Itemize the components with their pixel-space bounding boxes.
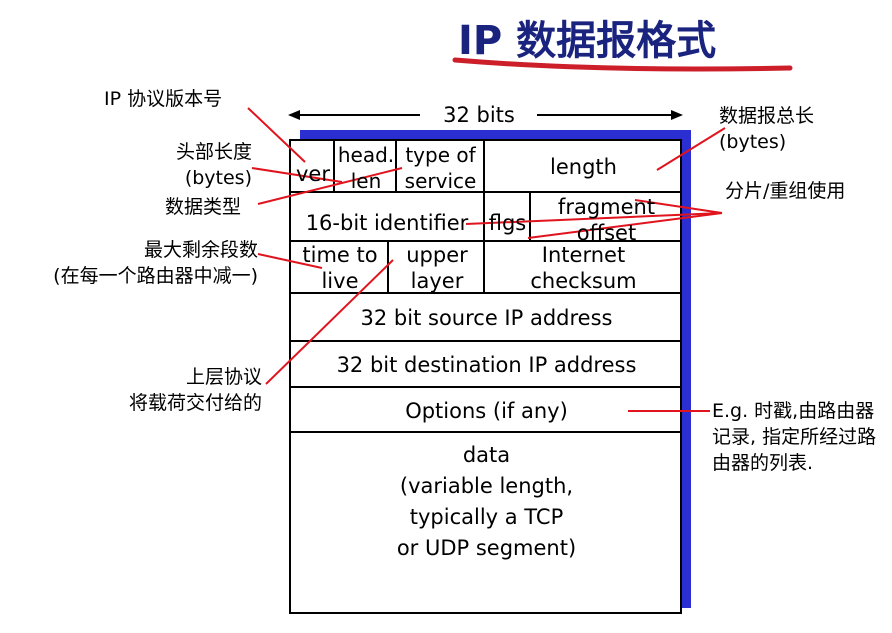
pointer-fragment-flags — [465, 212, 723, 225]
field-data: data (variable length, typically a TCP o… — [396, 443, 577, 560]
pointer-header-length — [251, 167, 343, 183]
field-header-length: head. len — [337, 143, 395, 193]
field-identifier: 16-bit identifier — [305, 211, 469, 235]
annotation-ttl: 最大剩余段数 (在每一个路由器中减一) — [53, 239, 258, 287]
field-checksum: Internet checksum — [530, 243, 637, 293]
width-label: 32 bits — [443, 103, 515, 127]
annotation-upper-layer: 上层协议 将载荷交付给的 — [128, 366, 262, 414]
field-ttl: time to live — [302, 243, 378, 293]
pointer-ttl — [257, 253, 323, 269]
pointer-version — [247, 107, 306, 163]
field-fragment-offset: fragment offset — [557, 195, 656, 245]
page-title: IP 数据报格式 — [458, 18, 717, 64]
field-upper-layer: upper layer — [406, 243, 468, 293]
width-arrowhead-right — [671, 110, 683, 120]
title-underline — [452, 57, 793, 72]
annotation-fragmentation: 分片/重组使用 — [725, 180, 846, 202]
pointer-fragment-offset — [527, 212, 723, 239]
field-options: Options (if any) — [405, 398, 568, 423]
pointer-fragment-offset-top — [634, 199, 723, 214]
field-type-of-service: type of service — [404, 143, 477, 193]
annotation-header-length: 头部长度 (bytes) — [175, 141, 252, 189]
annotation-version: IP 协议版本号 — [104, 88, 223, 110]
frame — [289, 139, 682, 614]
field-source-ip: 32 bit source IP address — [360, 305, 613, 330]
field-destination-ip: 32 bit destination IP address — [336, 352, 637, 377]
annotation-options: E.g. 时戳,由路由器 记录, 指定所经过路 由器的列表. — [712, 400, 877, 474]
width-arrowhead-left — [288, 110, 300, 120]
field-version: ver — [296, 162, 330, 186]
field-total-length: length — [550, 155, 617, 179]
field-flags: flgs — [488, 211, 527, 235]
annotation-total-length: 数据报总长 (bytes) — [719, 105, 815, 153]
pointer-data-type — [257, 167, 403, 205]
pointer-total-length — [656, 127, 726, 171]
annotation-data-type: 数据类型 — [165, 196, 242, 218]
pointer-upper-layer — [265, 259, 394, 385]
